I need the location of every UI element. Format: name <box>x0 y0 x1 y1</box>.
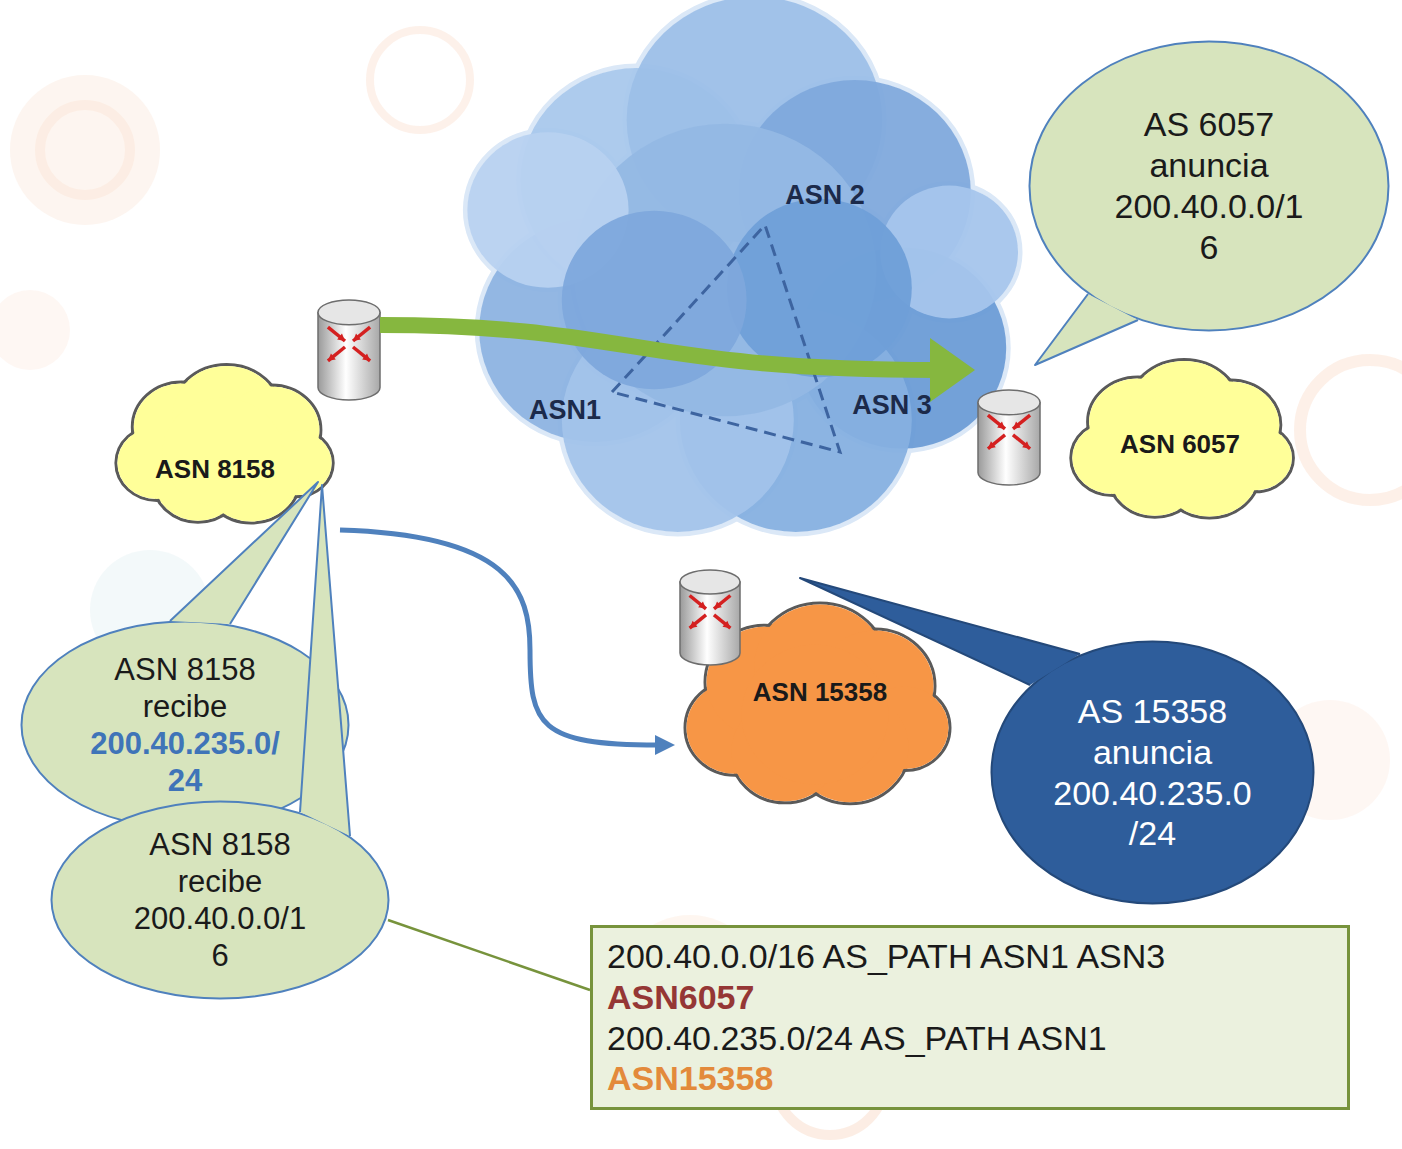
router-arrow <box>690 596 706 609</box>
node-text: ASN 6057 <box>1120 429 1240 460</box>
connector-line <box>340 530 658 745</box>
route-arrow <box>340 530 675 755</box>
node-text: 200.40.235.0/24 AS_PATH ASN1 <box>607 1018 1107 1059</box>
decor-circle <box>10 75 160 225</box>
router-arrow <box>714 615 730 628</box>
cloud-label-holder: ASN 3 <box>852 389 932 421</box>
receive-callout: ASN 8158 recibe 200.40.0.0/16 <box>50 800 390 1000</box>
router-arrow <box>1013 415 1030 429</box>
cloud-illustration <box>430 0 1020 600</box>
cloud-label-holder: ASN1 <box>529 394 601 426</box>
router-arrow <box>690 615 706 628</box>
router-icon <box>978 390 1040 485</box>
router-arrow <box>353 347 370 361</box>
router-top <box>318 300 380 325</box>
router-arrowhead <box>353 334 361 341</box>
router-arrowhead <box>337 334 345 341</box>
transit-cloud: ASN 2 ASN1 ASN 3 <box>430 0 1020 600</box>
callout-tail <box>300 485 350 836</box>
router-arrowhead <box>698 601 706 608</box>
arrowhead <box>930 338 975 402</box>
callout-text-block: ASN 8158 recibe200.40.235.0/24 <box>85 651 285 800</box>
connector-line <box>380 325 937 370</box>
callout-ellipse <box>992 642 1314 904</box>
router-arrowhead <box>988 441 996 448</box>
node-text: 200.40.235.0/24 <box>85 725 285 799</box>
cloud-lobe <box>163 398 283 508</box>
callout-tail <box>1035 294 1138 365</box>
router-arrowhead <box>997 421 1005 428</box>
router-arrowhead <box>1022 441 1030 448</box>
router-top <box>680 570 740 594</box>
node-text: ASN 15358 <box>753 677 887 708</box>
cloud-label-holder: ASN 2 <box>785 179 865 211</box>
as-cloud: ASN 15358 <box>675 565 940 800</box>
router-arrowhead <box>328 353 336 360</box>
as-cloud: ASN 8158 <box>120 300 380 530</box>
cloud-lobe <box>742 645 889 785</box>
router-arrow <box>988 435 1005 449</box>
decor-circle <box>40 105 130 195</box>
cloud-router-illustration <box>120 300 380 530</box>
callout-tail <box>170 482 318 624</box>
node-text: ASN1 <box>529 394 601 426</box>
leader-line <box>388 920 590 990</box>
callout-tail <box>800 578 1080 685</box>
decor-circle <box>370 30 470 130</box>
arrowhead <box>655 735 675 755</box>
node-text: ASN 8158 <box>155 454 275 485</box>
callout-text-block: ASN 8158 recibe 200.40.0.0/16 <box>130 826 310 975</box>
cloud-label-holder: ASN 6057 <box>1120 429 1240 460</box>
node-text: ASN 8158 recibe <box>85 651 285 725</box>
router-icon <box>318 300 380 400</box>
node-text: ASN 2 <box>785 179 865 211</box>
router-arrow <box>328 327 345 341</box>
router-arrow <box>353 327 370 341</box>
cloud-label-holder: ASN 8158 <box>155 454 275 485</box>
router-arrowhead <box>690 621 698 628</box>
decor-circles <box>0 30 1402 1135</box>
callout-text-block: AS 6057 anuncia 200.40.0.0/16 <box>1109 104 1309 267</box>
callout-shape <box>1028 40 1390 332</box>
announce-callout: AS 15358 anuncia 200.40.235.0/24 <box>990 640 1315 905</box>
router-arrowhead <box>362 353 370 360</box>
node-text: AS 6057 anuncia 200.40.0.0/16 <box>1109 104 1309 267</box>
callout-text-block: AS 15358 anuncia 200.40.235.0/24 <box>1053 691 1253 854</box>
callout-ellipse <box>52 802 389 999</box>
cloud-label-holder: ASN 15358 <box>753 677 887 708</box>
callout-ellipse <box>1030 42 1389 331</box>
router-arrow <box>988 415 1005 429</box>
cloud-outline <box>1071 359 1294 518</box>
callout-ellipse <box>22 622 349 829</box>
router-arrowhead <box>1013 421 1021 428</box>
cloud-lobe <box>727 199 912 377</box>
as-cloud: ASN 6057 <box>975 350 1285 515</box>
node-text: AS 15358 anuncia 200.40.235.0/24 <box>1053 691 1253 854</box>
router-arrowhead <box>723 621 731 628</box>
node-text: 200.40.0.0/16 AS_PATH ASN1 ASN3 <box>607 936 1165 977</box>
node-text: ASN 3 <box>852 389 932 421</box>
decor-circle <box>1300 360 1402 500</box>
node-text: ASN 8158 recibe 200.40.0.0/16 <box>130 826 310 975</box>
node-text: ASN15358 <box>607 1058 773 1099</box>
as-path-table: 200.40.0.0/16 AS_PATH ASN1 ASN3ASN605720… <box>590 925 1350 1110</box>
router-arrow <box>1013 435 1030 449</box>
route-arrow <box>380 325 975 402</box>
router-arrow <box>328 347 345 361</box>
router-icon <box>680 570 740 665</box>
callout-shape <box>990 640 1315 905</box>
announce-callout: AS 6057 anuncia 200.40.0.0/16 <box>1028 40 1390 332</box>
node-text: ASN6057 <box>607 977 754 1018</box>
cloud-lobe <box>1119 393 1242 503</box>
dashed-triangle <box>612 225 840 452</box>
router-arrow <box>714 596 730 609</box>
connector-line <box>388 920 590 990</box>
decor-circle <box>0 290 70 370</box>
router-arrowhead <box>714 601 722 608</box>
router-top <box>978 390 1040 415</box>
